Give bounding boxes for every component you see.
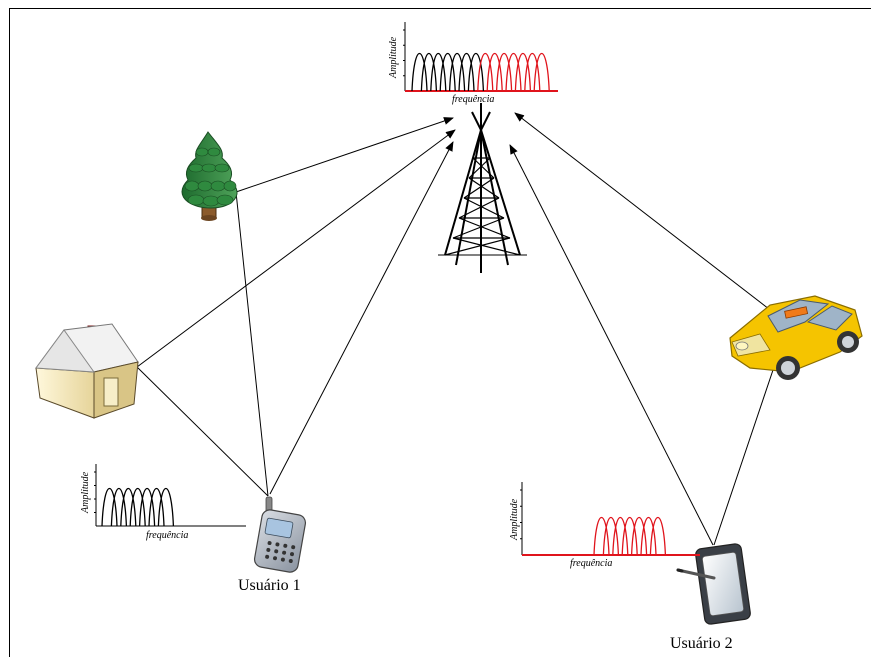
path-user1-tree [235, 191, 269, 497]
frame-top-border [9, 8, 871, 9]
subcarrier-lobe [505, 53, 522, 92]
subcarrier-lobe [420, 53, 438, 92]
subcarrier-lobe [411, 53, 428, 92]
path-house-tower [136, 129, 456, 368]
subcarrier-lobe [514, 53, 532, 92]
subcarrier-lobe [477, 53, 494, 92]
subcarrier-lobe [612, 517, 629, 556]
tree-icon [181, 131, 238, 221]
tablet-icon [676, 543, 751, 625]
subcarrier-lobe [120, 488, 137, 527]
subcarrier-lobe [533, 53, 550, 92]
user1-label: Usuário 1 [238, 577, 301, 594]
cellphone-icon [253, 496, 307, 573]
subcarrier-lobe [467, 53, 485, 92]
spectrum-chart-user2 [520, 482, 700, 556]
path-tree-tower [235, 117, 454, 193]
spectrum-user1-xlabel: frequência [146, 530, 189, 541]
frame-left-border [9, 8, 10, 657]
spectrum-chart-top [403, 22, 558, 92]
subcarrier-lobe [486, 53, 503, 92]
spectrum-user1-ylabel: Amplitude [80, 471, 91, 513]
subcarrier-lobe [495, 53, 513, 92]
path-user1-house [136, 366, 269, 497]
subcarrier-lobe [129, 488, 146, 527]
path-user1-direct [269, 141, 454, 495]
subcarrier-lobe [621, 517, 638, 556]
path-taxi-tower [514, 112, 779, 317]
tower-icon [438, 103, 527, 273]
subcarrier-lobe [148, 488, 165, 527]
house-icon [35, 323, 139, 419]
subcarrier-lobe [593, 517, 610, 556]
subcarrier-lobe [602, 517, 620, 556]
spectrum-user2-xlabel: frequência [570, 558, 613, 569]
path-user2-taxi [713, 369, 774, 546]
spectrum-chart-user1 [94, 464, 246, 527]
subcarrier-lobe [524, 53, 541, 92]
subcarrier-lobe [110, 488, 128, 527]
spectrum-top-xlabel: frequência [452, 94, 495, 105]
spectrum-top-ylabel: Amplitude [388, 36, 399, 78]
signal-paths [136, 112, 779, 546]
subcarrier-lobe [430, 53, 447, 92]
path-user2-direct [509, 144, 714, 546]
subcarrier-lobe [640, 517, 657, 556]
subcarrier-lobe [101, 488, 118, 527]
spectrum-user2-ylabel: Amplitude [509, 498, 520, 540]
taxi-icon [729, 295, 863, 380]
subcarrier-lobe [138, 488, 156, 527]
subcarrier-lobe [458, 53, 475, 92]
subcarrier-lobe [649, 517, 667, 556]
subcarrier-lobe [448, 53, 466, 92]
user2-label: Usuário 2 [670, 635, 733, 652]
subcarrier-lobe [630, 517, 648, 556]
subcarrier-lobe [439, 53, 456, 92]
subcarrier-lobe [157, 488, 175, 527]
